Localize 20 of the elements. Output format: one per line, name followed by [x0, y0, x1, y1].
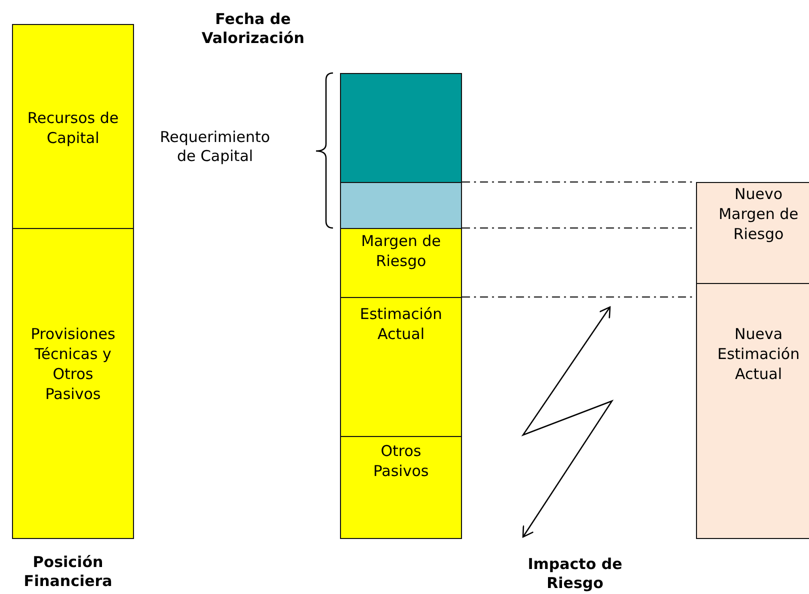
balance-block	[340, 297, 462, 437]
block-label: Otros Pasivos	[372, 441, 430, 481]
balance-block	[340, 436, 462, 539]
balance-block	[340, 228, 462, 298]
capital-block	[340, 182, 462, 229]
block-label: Provisiones Técnicas y Otros Pasivos	[30, 324, 116, 404]
balance-block	[12, 228, 134, 539]
block-label: Recursos de Capital	[26, 108, 120, 148]
block-label: Nuevo Margen de Riesgo	[718, 184, 800, 244]
block-label: Estimación Actual	[358, 304, 444, 344]
column-caption: Posición Financiera	[22, 553, 114, 591]
balance-block	[12, 24, 134, 229]
capital-block	[340, 73, 462, 183]
block-label: Nueva Estimación Actual	[716, 324, 801, 384]
block-label: Margen de Riesgo	[360, 231, 442, 271]
column-heading: Fecha de Valorización	[200, 10, 306, 48]
balance-block	[696, 283, 809, 539]
bracket-label: Requerimiento de Capital	[158, 128, 272, 166]
arrow-caption: Impacto de Riesgo	[526, 555, 624, 593]
balance-block	[696, 182, 809, 284]
